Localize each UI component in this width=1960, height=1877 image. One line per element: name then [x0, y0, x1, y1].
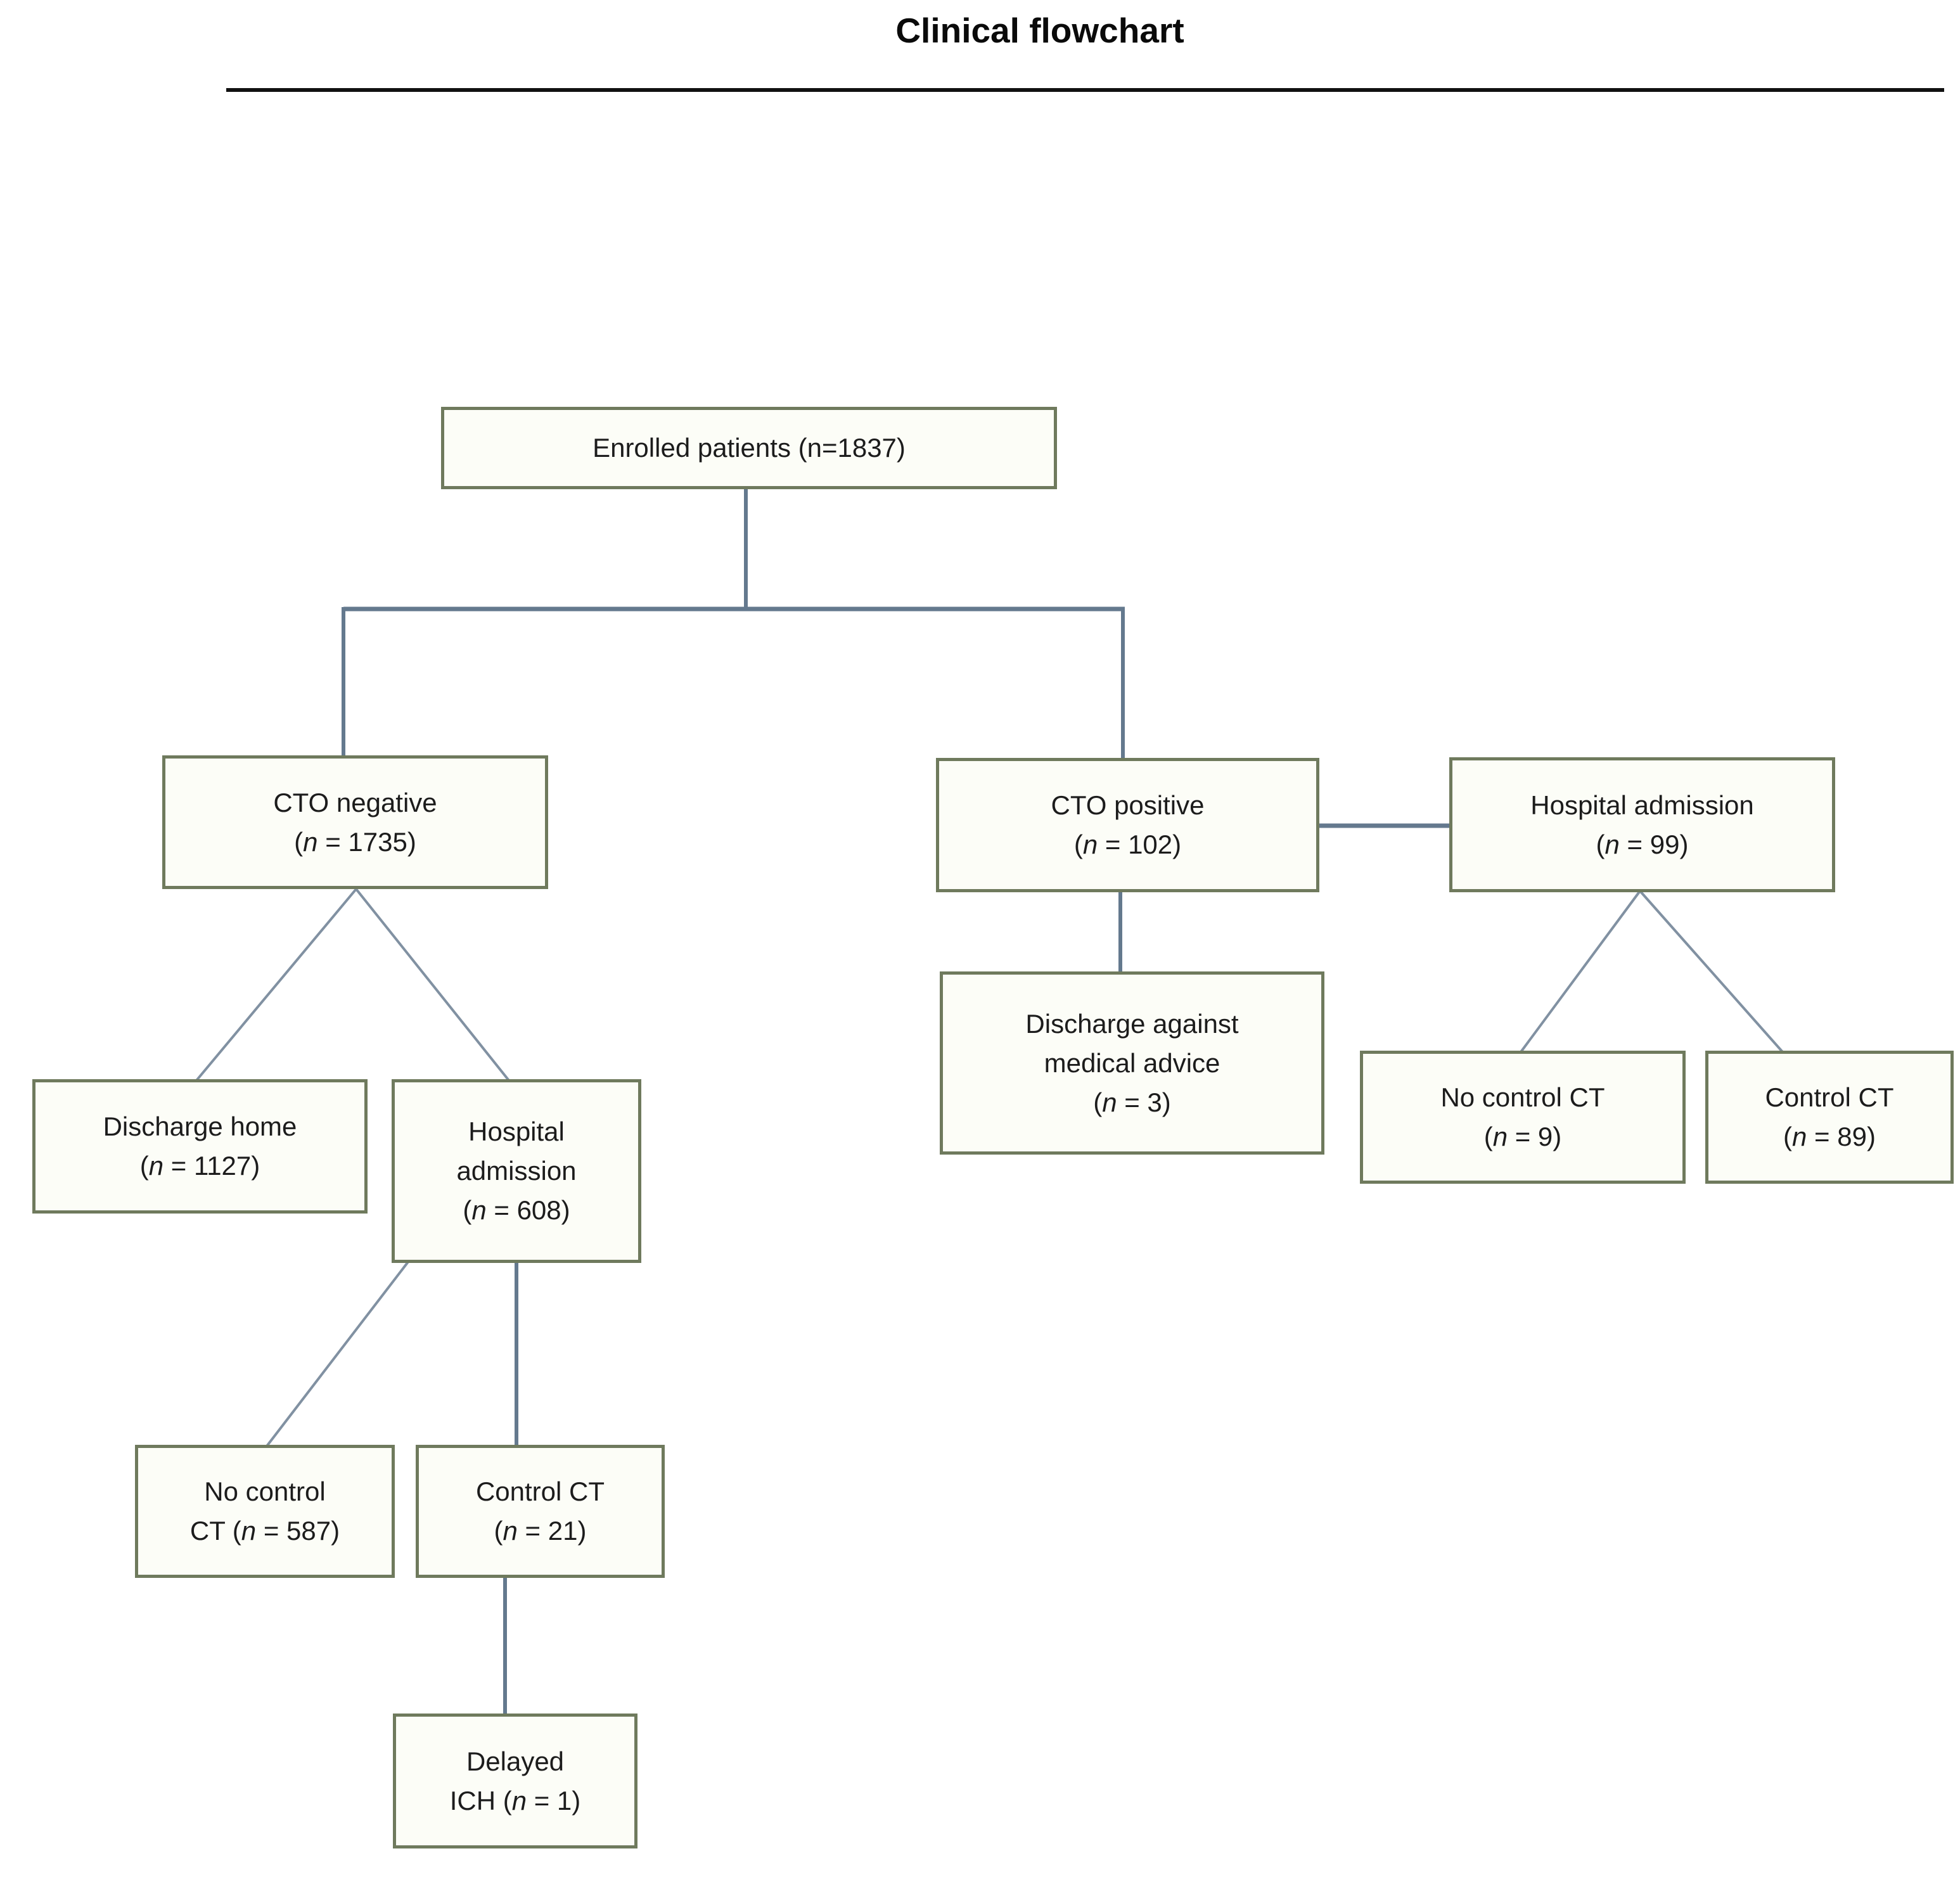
- page-title: Clinical flowchart: [895, 11, 1184, 50]
- flow-node-enrolled-patients: Enrolled patients (n=1837): [441, 407, 1057, 489]
- flow-node-control-ct-89: Control CT (n = 89): [1705, 1051, 1954, 1184]
- node-line: medical advice: [1044, 1047, 1220, 1078]
- node-line: No control: [204, 1477, 326, 1506]
- node-line: Enrolled patients (n=1837): [592, 433, 906, 463]
- node-line: Discharge home: [103, 1111, 297, 1141]
- node-line: CT (n = 587): [189, 1516, 340, 1546]
- node-line: (n = 3): [1093, 1087, 1171, 1117]
- node-line: Control CT: [1765, 1082, 1894, 1112]
- node-line: CTO positive: [1051, 790, 1205, 820]
- node-line: Hospital: [468, 1117, 565, 1146]
- connector-hospright-control-89: [1639, 890, 1784, 1053]
- flow-node-discharge-against-medical-advice: Discharge against medical advice (n = 3): [940, 971, 1324, 1155]
- node-line: ICH (n = 1): [449, 1785, 581, 1816]
- node-line: CTO negative: [273, 787, 437, 817]
- connector-hospright-no-control-9: [1520, 890, 1641, 1053]
- flow-node-discharge-home: Discharge home (n = 1127): [32, 1079, 368, 1214]
- node-line: Hospital admission: [1530, 790, 1754, 820]
- flow-node-cto-negative: CTO negative (n = 1735): [162, 755, 548, 889]
- node-line: (n = 99): [1596, 829, 1689, 859]
- flow-node-delayed-ich: Delayed ICH (n = 1): [393, 1714, 637, 1848]
- flow-node-cto-positive: CTO positive (n = 102): [936, 758, 1319, 892]
- node-line: Control CT: [475, 1477, 605, 1506]
- connector-ctoneg-discharge-home: [195, 888, 357, 1082]
- flow-node-control-ct-21: Control CT (n = 21): [416, 1445, 665, 1578]
- node-line: admission: [456, 1156, 577, 1186]
- node-line: (n = 608): [463, 1195, 570, 1225]
- node-line: No control CT: [1440, 1082, 1605, 1112]
- title-divider: [226, 88, 1944, 92]
- connector-ctoneg-hosp-adm-left: [355, 888, 510, 1082]
- node-line: (n = 21): [494, 1516, 587, 1546]
- node-line: (n = 9): [1483, 1122, 1562, 1151]
- flow-node-hospital-admission-right: Hospital admission (n = 99): [1449, 757, 1835, 892]
- node-line: (n = 1127): [139, 1151, 260, 1181]
- flow-node-hospital-admission-left: Hospital admission (n = 608): [392, 1079, 641, 1263]
- flow-node-no-control-ct-9: No control CT (n = 9): [1360, 1051, 1686, 1184]
- node-line: (n = 102): [1073, 830, 1182, 859]
- node-line: Discharge against: [1025, 1008, 1239, 1039]
- node-line: Delayed: [466, 1746, 565, 1776]
- flow-node-no-control-ct-587: No control CT (n = 587): [135, 1445, 395, 1578]
- connector-hospleft-no-control-587: [266, 1260, 410, 1447]
- node-line: (n = 89): [1783, 1122, 1876, 1151]
- node-line: (n = 1735): [294, 826, 416, 857]
